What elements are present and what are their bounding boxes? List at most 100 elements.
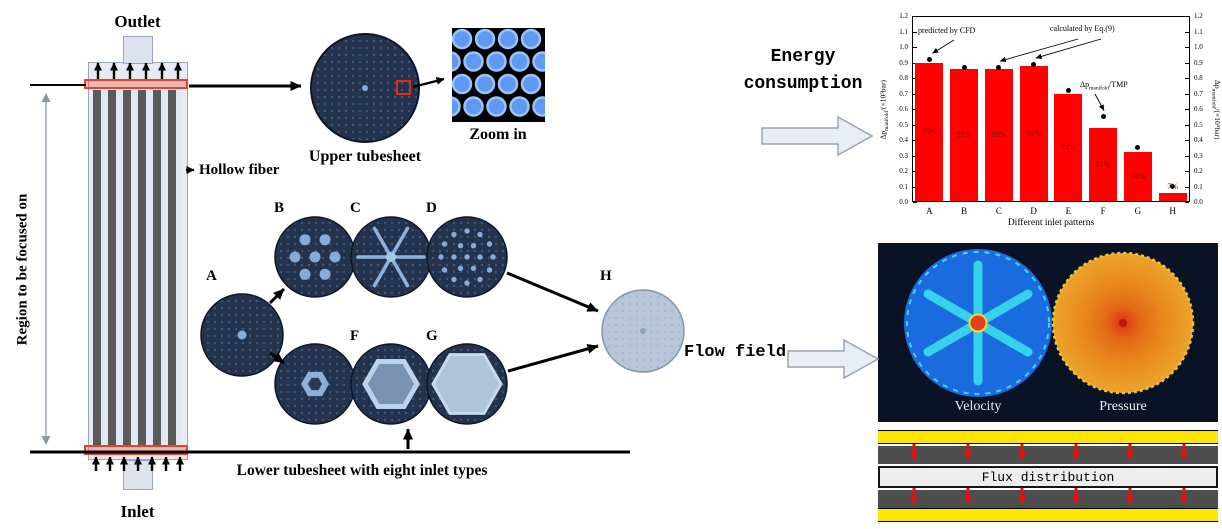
flow-field-contours [904,249,1195,397]
chart-bar [1158,192,1187,202]
chart-point [1031,61,1037,67]
ylab-suffix: /(×10⁵bar) [878,80,888,112]
pattern-c-image [350,216,432,298]
pattern-letter-d: D [426,200,437,216]
y-tick-label-left: 0.5 [899,120,908,129]
y-tick-mark [1185,140,1189,141]
fiber-cross-sections [452,28,545,117]
y-tick-label-right: 0.1 [1194,182,1203,191]
y-tick-mark [1185,62,1189,64]
pressure-contour [1051,251,1195,395]
y-tick-label-right: 0.3 [1194,151,1203,160]
y-tick-mark [1185,171,1189,172]
pattern-letter-f: F [350,328,360,344]
ratio-prefix: Δp [1080,80,1090,89]
inlet-label: Inlet [120,502,155,521]
chart-point [1100,114,1106,120]
chart-bar [1123,152,1152,202]
bar-percent-label: 92% [1026,128,1041,138]
y-tick-mark [913,93,917,95]
y-tick-label-left: 1.2 [899,12,908,20]
pattern-f-image [350,343,432,425]
pattern-letter-h: H [600,268,612,284]
y-tick-label-left: 0.1 [899,182,908,191]
pattern-a-image [200,293,284,377]
velocity-label: Velocity [954,399,1002,414]
y-tick-mark [913,171,917,172]
x-tick-label: C [995,206,1002,216]
ylab-suffix: /(×10⁵bar) [1212,108,1222,140]
y-tick-label-right: 0.4 [1194,136,1203,144]
bar-percent-label: 7% [1167,181,1178,191]
bar-percent-label: 51% [1095,159,1111,169]
y-tick-mark [1185,16,1189,17]
upper-tubesheet-marker [84,79,188,89]
energy-consumption-label: Energy consumption [743,47,863,94]
energy-block-arrow [761,115,874,157]
y-tick-label-left: 0.7 [899,89,908,98]
velocity-contour [904,249,1052,397]
ylab-sub: manifold [1210,88,1217,109]
pattern-e-image [274,343,356,425]
y-tick-mark [1185,202,1189,203]
module-bottom-cap [123,460,153,490]
zoom-region-box [396,80,411,95]
y-tick-mark [1185,124,1189,126]
pressure-label: Pressure [1099,399,1147,414]
flux-yellow-band-bottom [878,508,1218,522]
chart-point [996,64,1002,70]
hollow-fiber-bundle [93,90,181,446]
pattern-g-image [426,343,508,425]
pattern-d-image [426,216,508,298]
chart-point [1065,87,1071,93]
chart-point [961,64,967,70]
pattern-letter-c: C [350,200,361,216]
y-tick-label-right: 1.1 [1194,27,1203,36]
pattern-h-image [601,289,685,373]
y-tick-mark [1185,78,1189,79]
y-tick-label-right: 1.2 [1194,12,1203,20]
y-tick-mark [1185,31,1189,33]
x-axis-label: Different inlet patterns [1007,218,1095,228]
region-arrowhead-bottom [41,436,51,445]
bar-percent-label: 74% [1061,142,1076,152]
flow-block-arrow [787,338,880,380]
y-tick-label-right: 0.6 [1194,105,1203,113]
pattern-letter-a: A [206,268,217,284]
y-tick-mark [913,202,917,203]
ylab-sub: manifold [883,111,890,131]
y-tick-label-left: 0.9 [899,58,908,67]
bar-percent-label: 34% [1130,172,1146,182]
y-tick-label-left: 0.8 [899,74,908,82]
zoom-in-image [452,28,545,122]
y-tick-label-left: 0.0 [899,198,908,206]
upper-tubesheet-image [310,33,420,143]
flux-distribution-panel: Flux distribution [878,430,1218,522]
upper-tubesheet-label: Upper tubesheet [308,148,422,165]
x-tick-label: F [1100,206,1106,216]
y-tick-mark [913,78,917,79]
bar-percent-label: 95% [922,127,937,137]
y-axis-label-left: Δpmanifold/(×10⁵bar) [878,10,890,210]
center-hole [362,85,368,91]
y-tick-mark [1185,155,1189,157]
pattern-letter-g: G [426,328,438,344]
y-tick-mark [913,47,917,48]
y-axis-label-right: Δpmanifold/(×10⁵bar) [1210,10,1222,210]
y-tick-label-left: 1.1 [899,27,908,36]
flux-membrane-band-bottom [878,490,1218,508]
y-tick-mark [1185,47,1189,48]
y-tick-mark [913,31,917,33]
y-tick-label-left: 0.3 [899,151,908,160]
zoom-in-label: Zoom in [469,126,527,143]
y-tick-mark [913,124,917,126]
outlet-label: Outlet [114,12,161,31]
y-tick-mark [913,16,917,17]
y-tick-mark [913,109,917,110]
flow-field-label: Flow field [684,343,787,362]
flow-field-panel: Velocity Pressure [878,243,1218,422]
chart-bar [1089,127,1118,202]
ratio-sub: manifold [1089,85,1110,92]
